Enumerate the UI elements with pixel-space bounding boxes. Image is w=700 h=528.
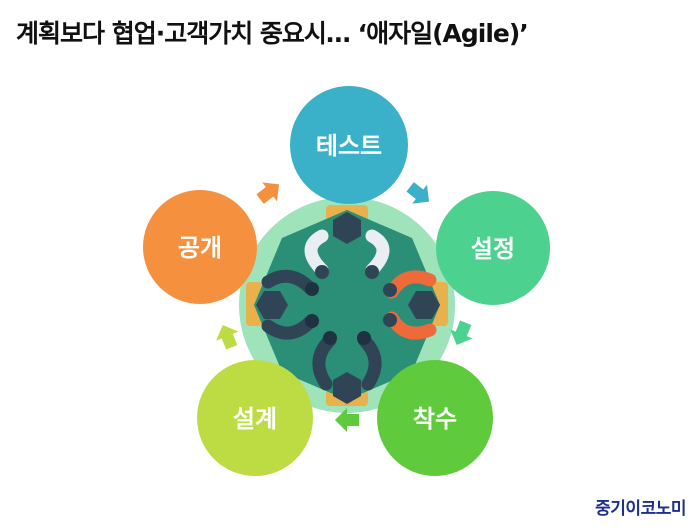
arrow-start-to-design-icon [335, 408, 359, 432]
table-top [254, 210, 440, 400]
page-title: 계획보다 협업·고객가치 중요시… ‘애자일(Agile)’ [16, 19, 529, 48]
chair-right [432, 282, 448, 326]
node-design-label: 설계 [233, 405, 277, 433]
brand-logo-text: 중기이코노미 [595, 499, 686, 519]
arrow-release-to-test-icon [256, 182, 280, 204]
arrow-test-to-setup-icon [406, 182, 430, 204]
person-top [304, 212, 390, 279]
person-left [256, 269, 319, 340]
meeting-table-illustration [239, 197, 455, 413]
node-test [290, 86, 408, 204]
node-design [197, 360, 313, 476]
chair-left [246, 282, 262, 326]
cycle-nodes: 테스트 설정 착수 설계 공개 [143, 86, 550, 476]
person-bottom [312, 331, 382, 404]
node-test-label: 테스트 [316, 132, 382, 160]
node-setup-label: 설정 [471, 235, 515, 263]
arrow-design-to-release-icon [216, 325, 239, 350]
cycle-arrows [216, 182, 473, 432]
node-setup [436, 191, 550, 305]
arrow-setup-to-start-icon [450, 320, 473, 345]
node-release-label: 공개 [178, 234, 222, 262]
node-start [377, 360, 493, 476]
person-right [383, 270, 440, 340]
node-start-label: 착수 [413, 405, 457, 433]
node-release [143, 190, 257, 304]
